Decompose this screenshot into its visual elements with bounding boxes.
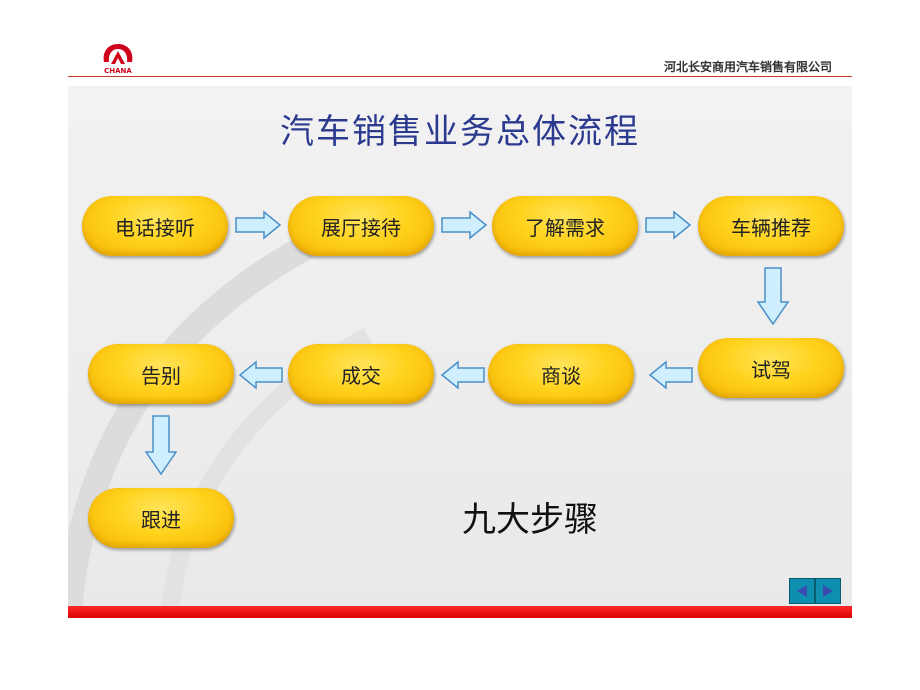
company-name: 河北长安商用汽车销售有限公司 xyxy=(663,60,832,74)
step-phone-reception: 电话接听 xyxy=(82,196,228,256)
arrow-left-icon xyxy=(648,360,693,390)
arrow-left-icon xyxy=(238,360,283,390)
step-negotiation: 商谈 xyxy=(488,344,634,404)
triangle-left-icon xyxy=(797,585,807,597)
step-needs-analysis: 了解需求 xyxy=(492,196,638,256)
next-slide-button[interactable] xyxy=(815,578,841,604)
slogan-text: 九大步骤 xyxy=(462,500,598,540)
arrow-left-icon xyxy=(440,360,485,390)
footer-bar xyxy=(68,606,852,618)
arrow-right-icon xyxy=(645,210,692,240)
step-deal: 成交 xyxy=(288,344,434,404)
prev-slide-button[interactable] xyxy=(789,578,815,604)
arrow-right-icon xyxy=(441,210,488,240)
step-follow-up: 跟进 xyxy=(88,488,234,548)
step-showroom-reception: 展厅接待 xyxy=(288,196,434,256)
logo-text: CHANA xyxy=(104,67,132,75)
header-divider xyxy=(68,76,852,77)
arrow-down-icon xyxy=(756,267,790,326)
arrow-right-icon xyxy=(235,210,282,240)
chana-logo-icon: CHANA xyxy=(103,44,132,75)
step-test-drive: 试驾 xyxy=(698,338,844,398)
arrow-down-icon xyxy=(144,415,178,476)
triangle-right-icon xyxy=(823,585,833,597)
step-vehicle-recommendation: 车辆推荐 xyxy=(698,196,844,256)
step-farewell: 告别 xyxy=(88,344,234,404)
page-title: 汽车销售业务总体流程 xyxy=(280,112,640,152)
